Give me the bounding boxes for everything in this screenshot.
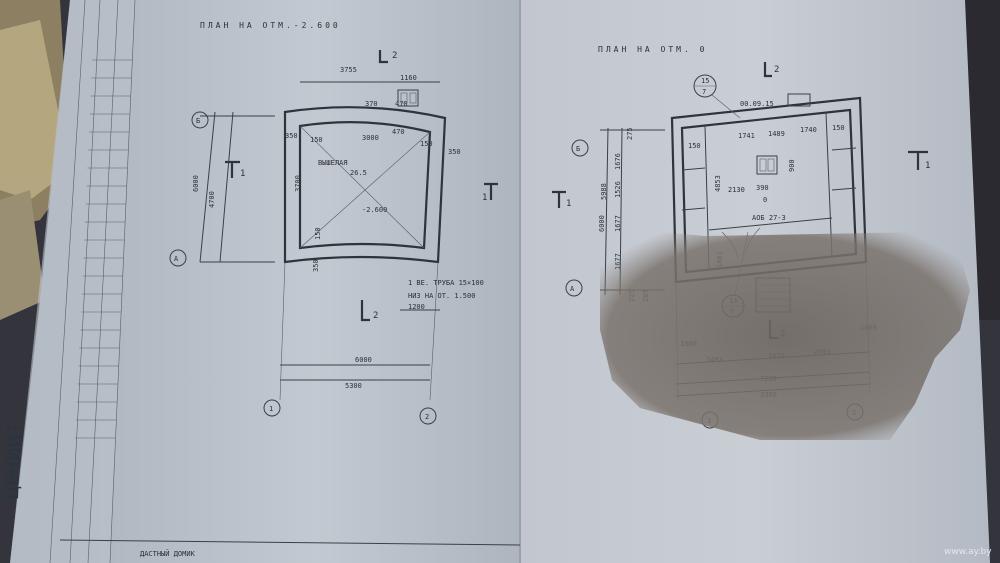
right-unit-label: АОБ 27-3	[752, 214, 786, 222]
left-page	[10, 0, 520, 563]
svg-text:2: 2	[373, 311, 378, 321]
left-level: -2.600	[362, 206, 387, 214]
svg-text:1740: 1740	[800, 126, 817, 134]
desk-paper-fold	[0, 20, 70, 200]
right-axis-b: Б	[571, 139, 589, 157]
watermark: www.ay.by	[944, 547, 992, 557]
left-room-area: 26.5	[350, 169, 367, 177]
left-axis-a: А	[169, 249, 187, 267]
svg-text:5988: 5988	[600, 183, 608, 200]
title-block: ЦЕНИИТ ДАСТНЫЙ ДОМИК	[2, 0, 521, 563]
svg-text:150: 150	[688, 142, 701, 150]
svg-text:275: 275	[626, 127, 634, 140]
left-section-left: 1	[225, 160, 245, 179]
left-axis-b: Б	[191, 111, 209, 129]
left-dim-top-total: 3755	[340, 66, 357, 74]
svg-text:4700: 4700	[208, 191, 216, 208]
left-axis-1: 1	[263, 399, 281, 417]
svg-text:3700: 3700	[294, 175, 302, 192]
svg-text:6000: 6000	[598, 215, 606, 232]
left-room-name: ВЫШЕЛАЯ	[318, 159, 348, 167]
svg-text:150: 150	[420, 140, 433, 148]
svg-text:А: А	[174, 255, 179, 263]
svg-text:350: 350	[448, 148, 461, 156]
svg-text:1200: 1200	[408, 303, 425, 311]
svg-text:1: 1	[269, 405, 273, 413]
left-plan: ПЛАН НА ОТМ.-2.600 2 2 1 1	[169, 21, 498, 425]
right-zero-level: 0	[763, 196, 767, 204]
right-section-top: 2	[763, 62, 779, 78]
left-axis-2: 2	[419, 407, 437, 425]
svg-text:6000: 6000	[355, 356, 372, 364]
svg-text:1741: 1741	[738, 132, 755, 140]
right-callout-top: 15 7	[693, 74, 741, 119]
svg-text:2: 2	[425, 413, 429, 421]
svg-text:3000: 3000	[362, 134, 379, 142]
svg-text:1676: 1676	[614, 153, 622, 170]
left-section-bottom: 2	[360, 300, 378, 322]
svg-text:350: 350	[285, 132, 298, 140]
svg-text:00.09.15: 00.09.15	[740, 100, 774, 108]
svg-text:1: 1	[482, 193, 487, 203]
right-section-right: 1	[908, 150, 930, 171]
svg-text:1526: 1526	[614, 181, 622, 198]
svg-text:370: 370	[365, 100, 378, 108]
right-plan-title: ПЛАН НА ОТМ. 0	[598, 45, 707, 54]
right-axis-a: А	[565, 279, 583, 297]
svg-text:2130: 2130	[728, 186, 745, 194]
left-plan-diagonals	[299, 125, 431, 249]
svg-text:А: А	[570, 285, 575, 293]
svg-text:Б: Б	[196, 117, 200, 125]
svg-text:350: 350	[312, 259, 320, 272]
svg-text:2: 2	[392, 51, 397, 61]
left-section-top: 2	[378, 50, 397, 64]
svg-text:150: 150	[310, 136, 323, 144]
left-section-right: 1	[482, 182, 498, 203]
left-plan-title: ПЛАН НА ОТМ.-2.600	[200, 21, 341, 30]
svg-text:470: 470	[395, 100, 408, 108]
svg-text:390: 390	[756, 184, 769, 192]
svg-text:1: 1	[925, 161, 930, 171]
svg-text:150: 150	[314, 227, 322, 240]
svg-text:7: 7	[702, 88, 706, 96]
stamp-lower-line: ДАСТНЫЙ ДОМИК	[140, 549, 196, 558]
svg-text:2: 2	[774, 65, 779, 75]
svg-text:5300: 5300	[345, 382, 362, 390]
svg-text:6000: 6000	[192, 175, 200, 192]
left-note-1: 1 ВЕ. ТРУБА 15×100	[408, 279, 484, 287]
svg-text:4853: 4853	[714, 175, 722, 192]
right-section-left: 1	[552, 190, 571, 209]
hand-shadow	[600, 232, 970, 440]
svg-text:15: 15	[701, 77, 709, 85]
svg-text:150: 150	[832, 124, 845, 132]
svg-text:1: 1	[566, 199, 571, 209]
svg-text:470: 470	[392, 128, 405, 136]
svg-text:1: 1	[240, 169, 245, 179]
stamp-big-text: ЦЕНИИТ	[2, 422, 26, 500]
desk-paper-low	[0, 190, 45, 320]
svg-text:1489: 1489	[768, 130, 785, 138]
svg-text:900: 900	[788, 159, 796, 172]
svg-text:1677: 1677	[614, 215, 622, 232]
left-note-2: НИЗ НА ОТ. 1.500	[408, 292, 475, 300]
svg-text:Б: Б	[576, 145, 580, 153]
svg-text:1160: 1160	[400, 74, 417, 82]
